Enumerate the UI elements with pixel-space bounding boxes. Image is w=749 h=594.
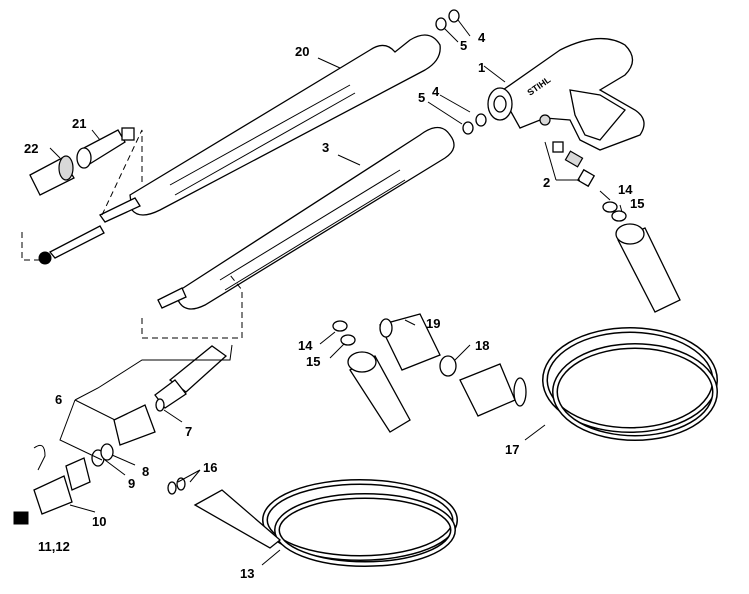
label-22: 22 (24, 141, 38, 156)
connector-part-19 (379, 313, 441, 371)
label-5-mid: 5 (418, 90, 425, 105)
assembly-dash-upper (21, 129, 143, 261)
spray-gun-part-1: STIHL (487, 37, 645, 151)
spray-lance-part-3 (157, 126, 455, 310)
spray-lance-part-20 (38, 34, 441, 265)
label-18: 18 (475, 338, 489, 353)
label-20: 20 (295, 44, 309, 59)
hose-part-13 (167, 320, 458, 567)
label-15-left: 15 (306, 354, 320, 369)
o-ring-part-18 (439, 355, 457, 377)
part-labels: 4 5 1 4 5 20 3 2 14 15 21 22 6 7 8 9 10 … (24, 30, 644, 581)
label-10: 10 (92, 514, 106, 529)
label-19: 19 (426, 316, 440, 331)
label-14-left: 14 (298, 338, 313, 353)
label-11-12: 11,12 (38, 539, 70, 554)
label-8: 8 (142, 464, 149, 479)
label-6: 6 (55, 392, 62, 407)
label-17: 17 (505, 442, 519, 457)
label-2: 2 (543, 175, 550, 190)
label-14-right: 14 (618, 182, 633, 197)
label-16: 16 (203, 460, 217, 475)
label-15-right: 15 (630, 196, 644, 211)
label-7: 7 (185, 424, 192, 439)
label-21: 21 (72, 116, 86, 131)
label-1: 1 (478, 60, 485, 75)
label-3: 3 (322, 140, 329, 155)
rotary-nozzle-group (13, 345, 228, 525)
label-9: 9 (128, 476, 135, 491)
leader-lines (49, 19, 623, 566)
nozzle-part-22 (29, 155, 75, 196)
assembly-dash-lower (141, 274, 243, 339)
label-4-top: 4 (478, 30, 486, 45)
gun-seal-parts (435, 9, 627, 222)
label-4-mid: 4 (432, 84, 440, 99)
hose-part-17 (459, 223, 718, 441)
label-5-top: 5 (460, 38, 467, 53)
label-13: 13 (240, 566, 254, 581)
nozzle-part-21 (76, 127, 135, 169)
